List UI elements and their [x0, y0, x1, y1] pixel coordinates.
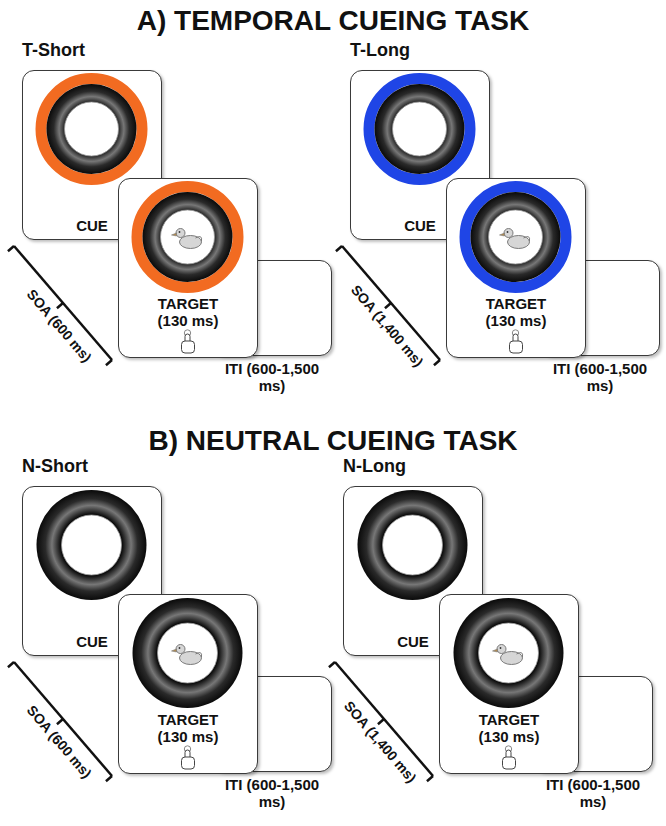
iti-label: ITI (600-1,500 ms)	[219, 360, 325, 394]
bracket-tick	[378, 719, 384, 724]
target-frame: TARGET (130 ms)	[118, 594, 258, 774]
target-frame: TARGET (130 ms)	[439, 594, 579, 774]
soa-label: SOA (1,400 ms)	[340, 698, 420, 787]
label-text: N-Long	[343, 456, 406, 476]
label-text: T-Long	[350, 40, 410, 60]
bracket-tick	[427, 776, 433, 781]
iti-label: ITI (600-1,500 ms)	[547, 360, 653, 394]
bracket-tick	[106, 776, 112, 781]
duck-picture	[172, 229, 202, 249]
cue-ring-icon	[119, 595, 259, 775]
duck-picture	[493, 645, 523, 665]
target-frame: TARGET (130 ms)	[118, 178, 258, 358]
duck-picture	[500, 229, 530, 249]
soa-bracket	[329, 662, 433, 781]
label-text: T-Short	[22, 40, 85, 60]
cue-ring-icon	[119, 179, 259, 359]
cue-ring-icon	[440, 595, 580, 775]
soa-bracket	[8, 662, 112, 781]
cue-label: CUE	[76, 217, 108, 234]
soa-label: SOA (1,400 ms)	[347, 282, 427, 371]
bracket-tick	[8, 246, 14, 251]
target-label: TARGET (130 ms)	[157, 295, 220, 329]
finger-press-icon	[503, 746, 516, 769]
condition-label: T-Long	[350, 39, 410, 61]
soa-bracket	[336, 246, 440, 365]
bracket-tick	[8, 662, 14, 667]
label-text: SOA (1,400 ms)	[341, 698, 420, 786]
target-frame: TARGET (130 ms)	[446, 178, 586, 358]
target-label: TARGET (130 ms)	[157, 711, 220, 745]
soa-bracket	[8, 246, 112, 365]
finger-press-icon	[182, 746, 195, 769]
target-label: TARGET (130 ms)	[478, 711, 541, 745]
cue-label: CUE	[397, 633, 429, 650]
bracket-tick	[385, 303, 391, 308]
label-text: N-Short	[22, 456, 88, 476]
bracket-tick	[329, 662, 335, 667]
cue-label: CUE	[76, 633, 108, 650]
bracket-tick	[57, 719, 63, 724]
condition-label: N-Long	[343, 455, 406, 477]
task-heading: A) TEMPORAL CUEING TASK	[0, 4, 666, 38]
bracket-tick	[57, 303, 63, 308]
duck-picture	[172, 645, 202, 665]
label-text: B) NEUTRAL CUEING TASK	[148, 425, 517, 456]
task-heading: B) NEUTRAL CUEING TASK	[0, 424, 666, 458]
bracket-tick	[336, 246, 342, 251]
bracket-tick	[434, 360, 440, 365]
finger-press-icon	[182, 330, 195, 353]
condition-label: T-Short	[22, 39, 85, 61]
iti-label: ITI (600-1,500 ms)	[219, 776, 325, 810]
label-text: A) TEMPORAL CUEING TASK	[137, 5, 530, 36]
target-label: TARGET (130 ms)	[485, 295, 548, 329]
condition-label: N-Short	[22, 455, 88, 477]
cue-label: CUE	[404, 217, 436, 234]
finger-press-icon	[510, 330, 523, 353]
cue-ring-icon	[447, 179, 587, 359]
bracket-tick	[106, 360, 112, 365]
iti-label: ITI (600-1,500 ms)	[540, 776, 646, 810]
label-text: SOA (1,400 ms)	[348, 282, 427, 370]
